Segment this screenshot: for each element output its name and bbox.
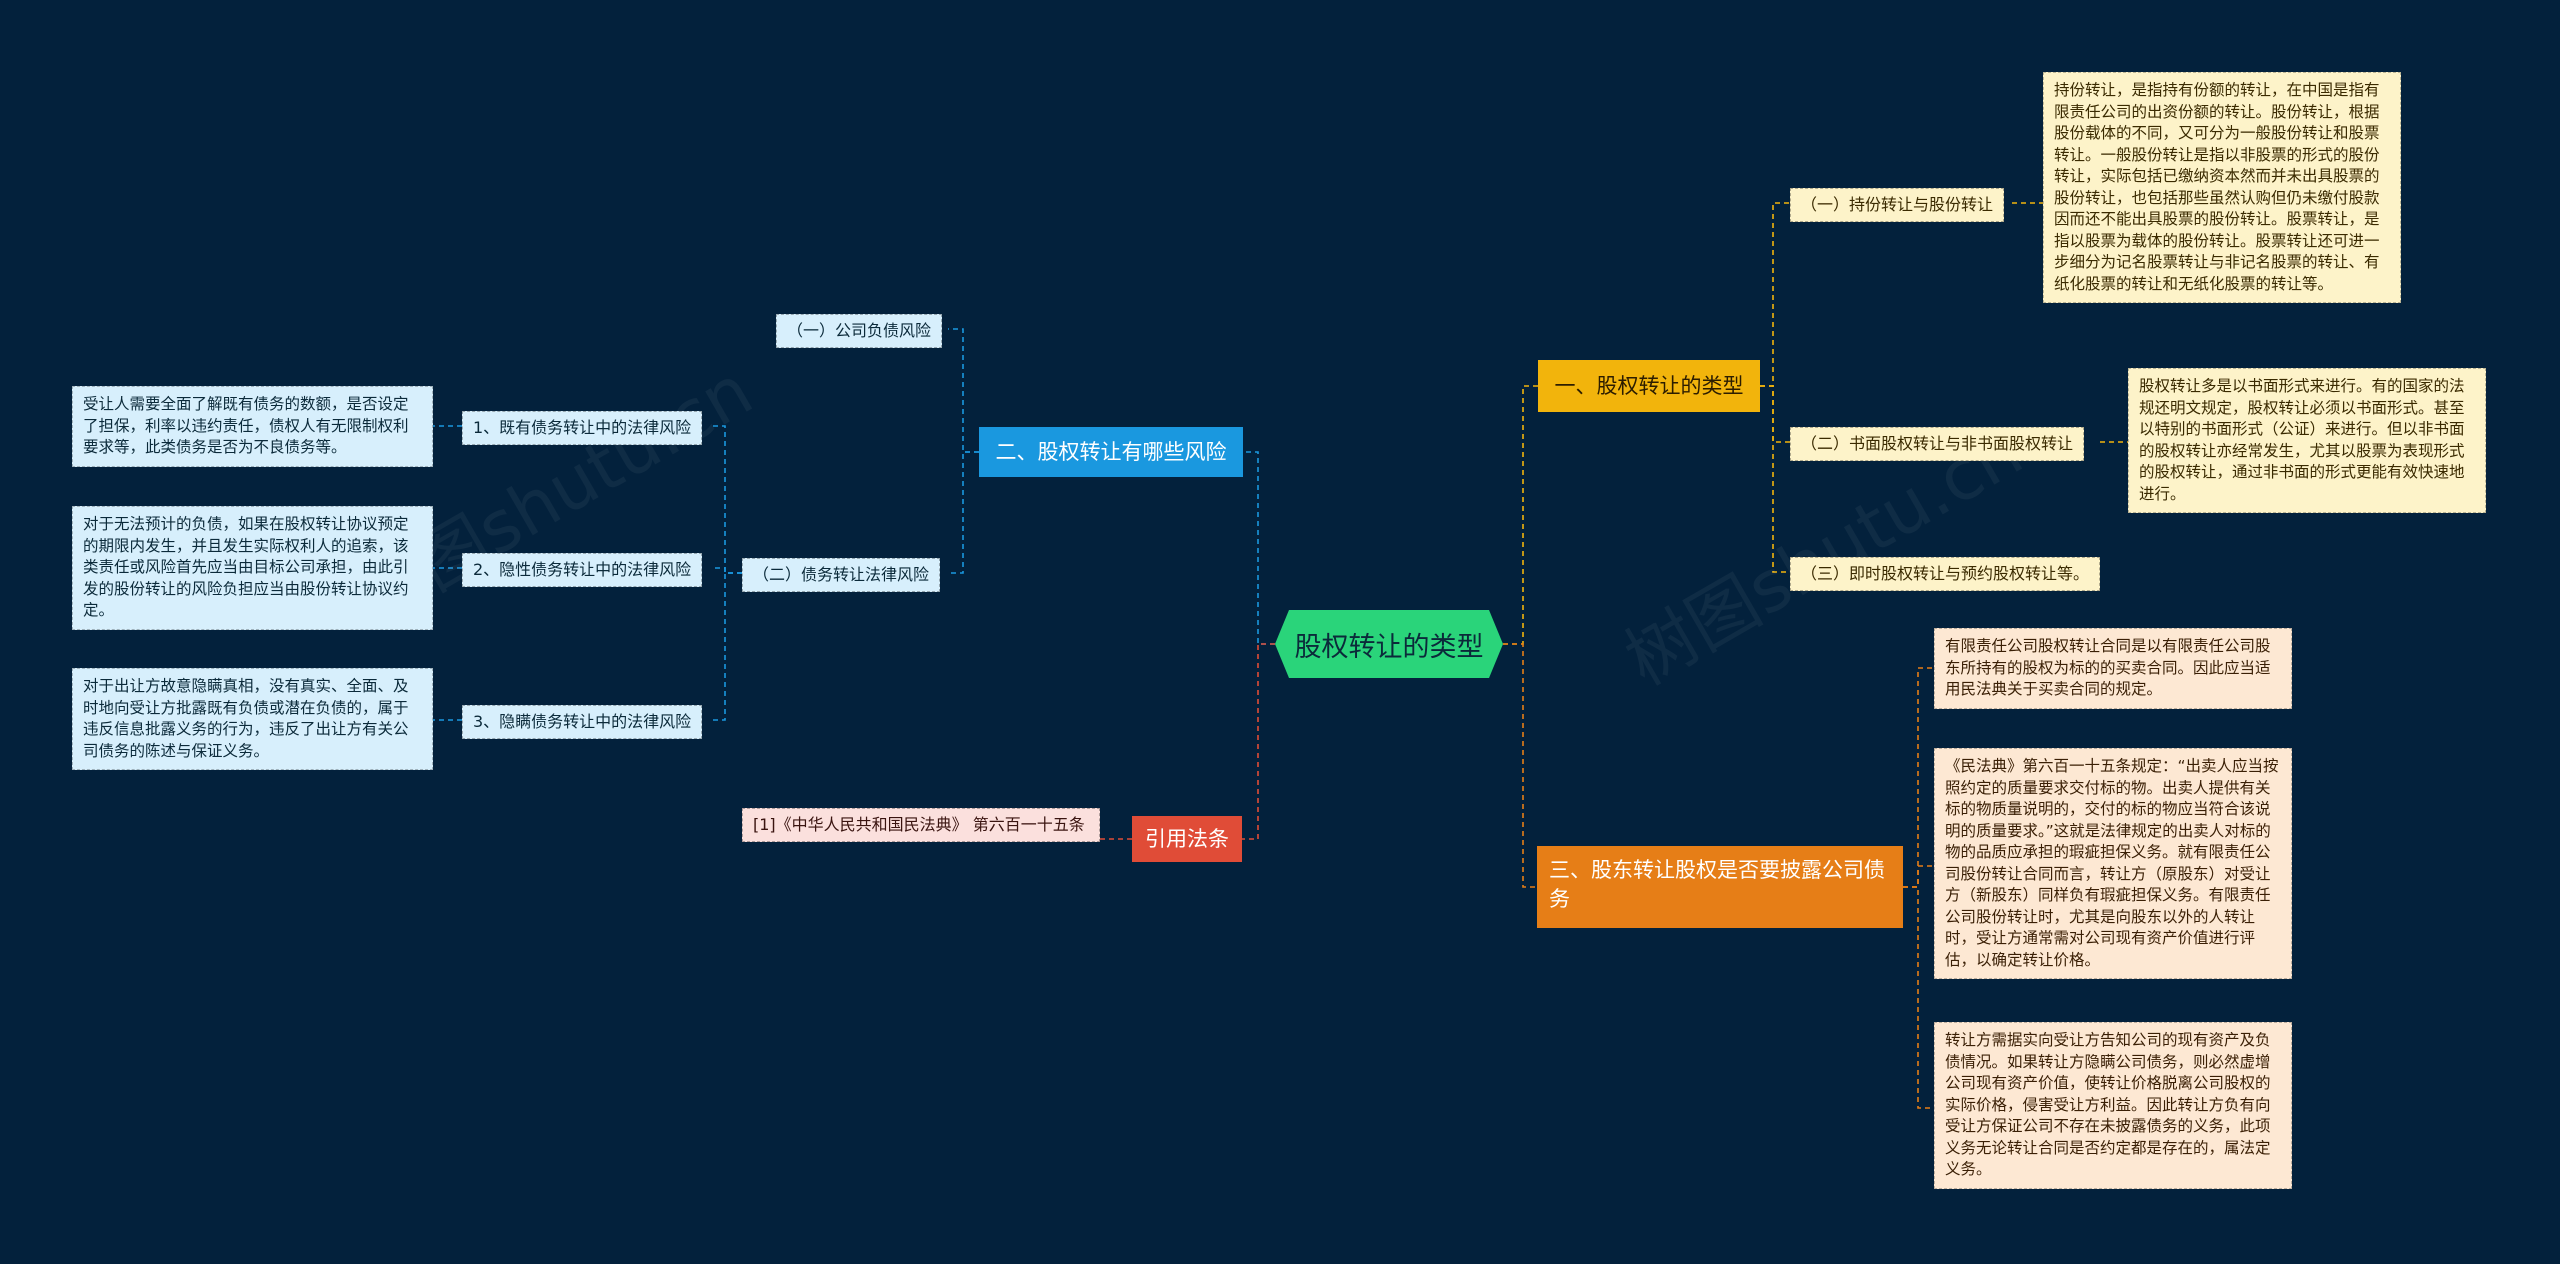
link-b3-d3 (1903, 886, 1934, 1109)
link-b2-g1 (712, 425, 742, 574)
subtopic-written-transfer[interactable]: （二）书面股权转让与非书面股权转让 (1790, 427, 2085, 461)
detail-disclosure-duty: 转让方需据实向受让方告知公司的现有资产及负债情况。如果转让方隐瞒公司债务，则必然… (1934, 1022, 2292, 1189)
link-b2-c2 (948, 451, 979, 574)
detail-share-transfer: 持份转让，是指持有份额的转让，在中国是指有限责任公司的出资份额的转让。股份转让，… (2043, 72, 2401, 303)
detail-civil-code-615: 《民法典》第六百一十五条规定：“出卖人应当按照约定的质量要求交付标的物。出卖人提… (1934, 748, 2292, 979)
link-b2-g3 (712, 572, 742, 721)
link-b3-d2 (1903, 865, 1934, 888)
branch-disclose-company-debt[interactable]: 三、股东转让股权是否要披露公司债务 (1537, 846, 1903, 928)
detail-hidden-debt-risk: 对于无法预计的负债，如果在股权转让协议预定的期限内发生，并且发生实际权利人的追索… (72, 506, 433, 630)
subtopic-company-debt-risk[interactable]: （一）公司负债风险 (776, 314, 943, 348)
detail-written-transfer: 股权转让多是以书面形式来进行。有的国家的法规还明文规定，股权转让必须以书面形式。… (2128, 368, 2486, 513)
branch-types-of-equity-transfer[interactable]: 一、股权转让的类型 (1538, 360, 1760, 412)
link-b1-c2 (1760, 385, 1790, 443)
detail-contract-nature: 有限责任公司股权转让合同是以有限责任公司股东所持有的股权为标的的买卖合同。因此应… (1934, 628, 2292, 709)
branch-transfer-risks[interactable]: 二、股权转让有哪些风险 (979, 427, 1243, 477)
subtopic-immediate-transfer[interactable]: （三）即时股权转让与预约股权转让等。 (1790, 557, 2101, 591)
subtopic-existing-debt-risk[interactable]: 1、既有债务转让中的法律风险 (462, 411, 703, 445)
subtopic-hidden-debt-risk[interactable]: 2、隐性债务转让中的法律风险 (462, 553, 703, 587)
link-center-b3 (1503, 643, 1537, 888)
link-b2-c1 (948, 328, 979, 453)
subtopic-share-transfer[interactable]: （一）持份转让与股份转让 (1790, 188, 2005, 222)
link-center-b4 (1242, 643, 1275, 840)
subtopic-concealed-debt-risk[interactable]: 3、隐瞒债务转让中的法律风险 (462, 705, 703, 739)
branch-cited-law[interactable]: 引用法条 (1132, 816, 1242, 862)
link-b3-d1 (1903, 667, 1934, 888)
link-b2-g2 (712, 567, 742, 574)
link-center-b1 (1503, 385, 1538, 645)
citation-civil-code-615[interactable]: [1]《中华人民共和国民法典》 第六百一十五条 (742, 808, 1100, 842)
subtopic-debt-transfer-risk[interactable]: （二）债务转让法律风险 (742, 558, 941, 592)
link-b1-c1 (1760, 202, 1790, 387)
link-b1-c3 (1760, 385, 1790, 573)
detail-concealed-debt-risk: 对于出让方故意隐瞒真相，没有真实、全面、及时地向受让方批露既有负债或潜在负债的，… (72, 668, 433, 770)
link-center-b2 (1243, 451, 1275, 645)
detail-existing-debt-risk: 受让人需要全面了解既有债务的数额，是否设定了担保，利率以违约责任，债权人有无限制… (72, 386, 433, 467)
central-topic[interactable]: 股权转让的类型 (1275, 610, 1503, 678)
